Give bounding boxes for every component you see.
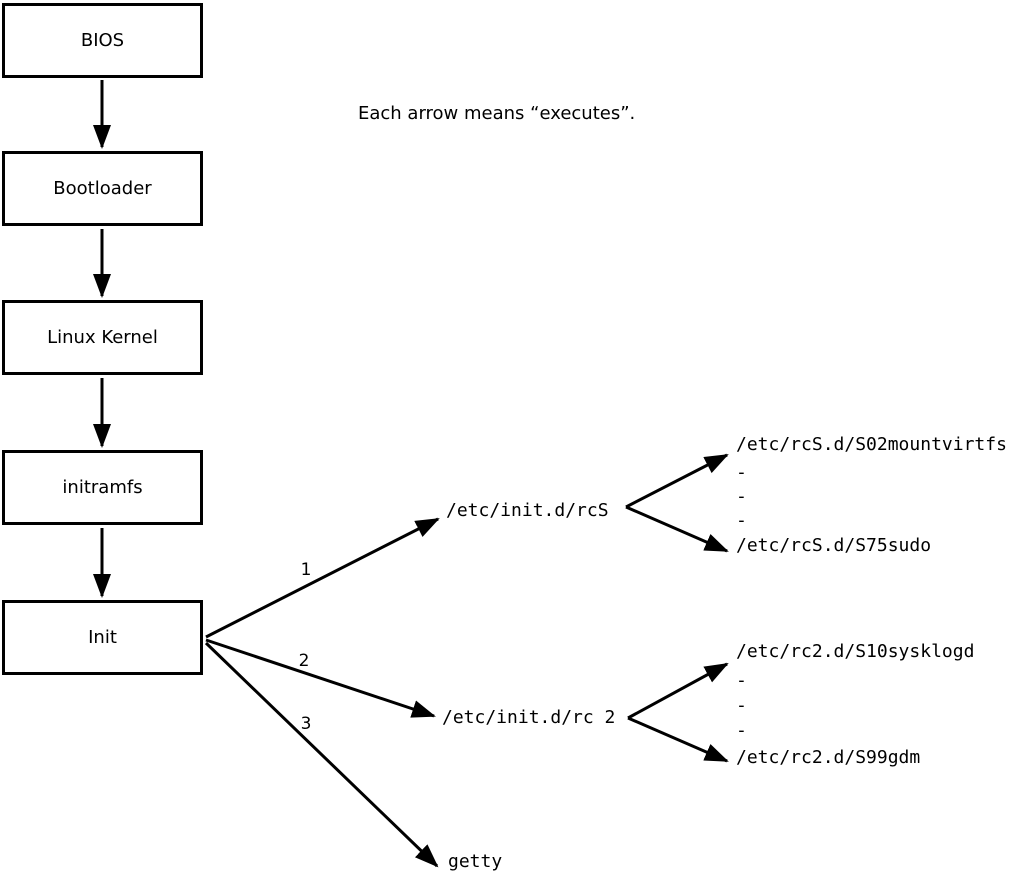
node-bios-label: BIOS	[80, 30, 125, 51]
node-getty: getty	[448, 851, 503, 872]
rcS-ellipsis-dash: -	[736, 462, 747, 483]
edge-label-1: 1	[300, 560, 312, 580]
node-initramfs-label: initramfs	[62, 477, 143, 498]
node-initramfs: initramfs	[2, 450, 203, 525]
arrow-rc2-to-s10	[627, 662, 729, 720]
arrow-rcS-to-s02	[625, 453, 729, 509]
edge-label-3: 3	[300, 714, 312, 734]
node-rc2-d-s99gdm: /etc/rc2.d/S99gdm	[736, 747, 921, 768]
node-linux-kernel-label: Linux Kernel	[47, 327, 158, 348]
arrow-rc2-to-s99	[627, 716, 729, 763]
node-etc-init-d-rc2: /etc/init.d/rc 2	[442, 707, 616, 728]
rcS-ellipsis-dash: -	[736, 510, 747, 531]
legend-note: Each arrow means “executes”.	[358, 103, 636, 124]
rcS-ellipsis-dash: -	[736, 486, 747, 507]
node-init: Init	[2, 600, 203, 675]
node-bootloader-label: Bootloader	[53, 178, 152, 199]
node-bootloader: Bootloader	[2, 151, 203, 226]
rc2-ellipsis-dash: -	[736, 720, 747, 741]
node-rcS-d-s02mountvirtfs: /etc/rcS.d/S02mountvirtfs	[736, 434, 1007, 455]
rc2-ellipsis-dash: -	[736, 670, 747, 691]
arrow-init-to-getty	[204, 641, 439, 868]
rcS-ellipsis: - - -	[736, 461, 747, 533]
arrow-init-to-rcS	[205, 517, 440, 639]
arrow-rcS-to-s75	[625, 505, 729, 553]
node-bios: BIOS	[2, 3, 203, 78]
node-rc2-d-s10sysklogd: /etc/rc2.d/S10sysklogd	[736, 641, 975, 662]
node-etc-init-d-rcS: /etc/init.d/rcS	[446, 500, 609, 521]
node-rcS-d-s75sudo: /etc/rcS.d/S75sudo	[736, 535, 932, 556]
rc2-ellipsis: - - -	[736, 668, 747, 743]
node-init-label: Init	[88, 627, 117, 648]
rc2-ellipsis-dash: -	[736, 695, 747, 716]
node-linux-kernel: Linux Kernel	[2, 300, 203, 375]
edge-label-2: 2	[298, 651, 310, 671]
arrow-init-to-rc2	[205, 638, 436, 718]
